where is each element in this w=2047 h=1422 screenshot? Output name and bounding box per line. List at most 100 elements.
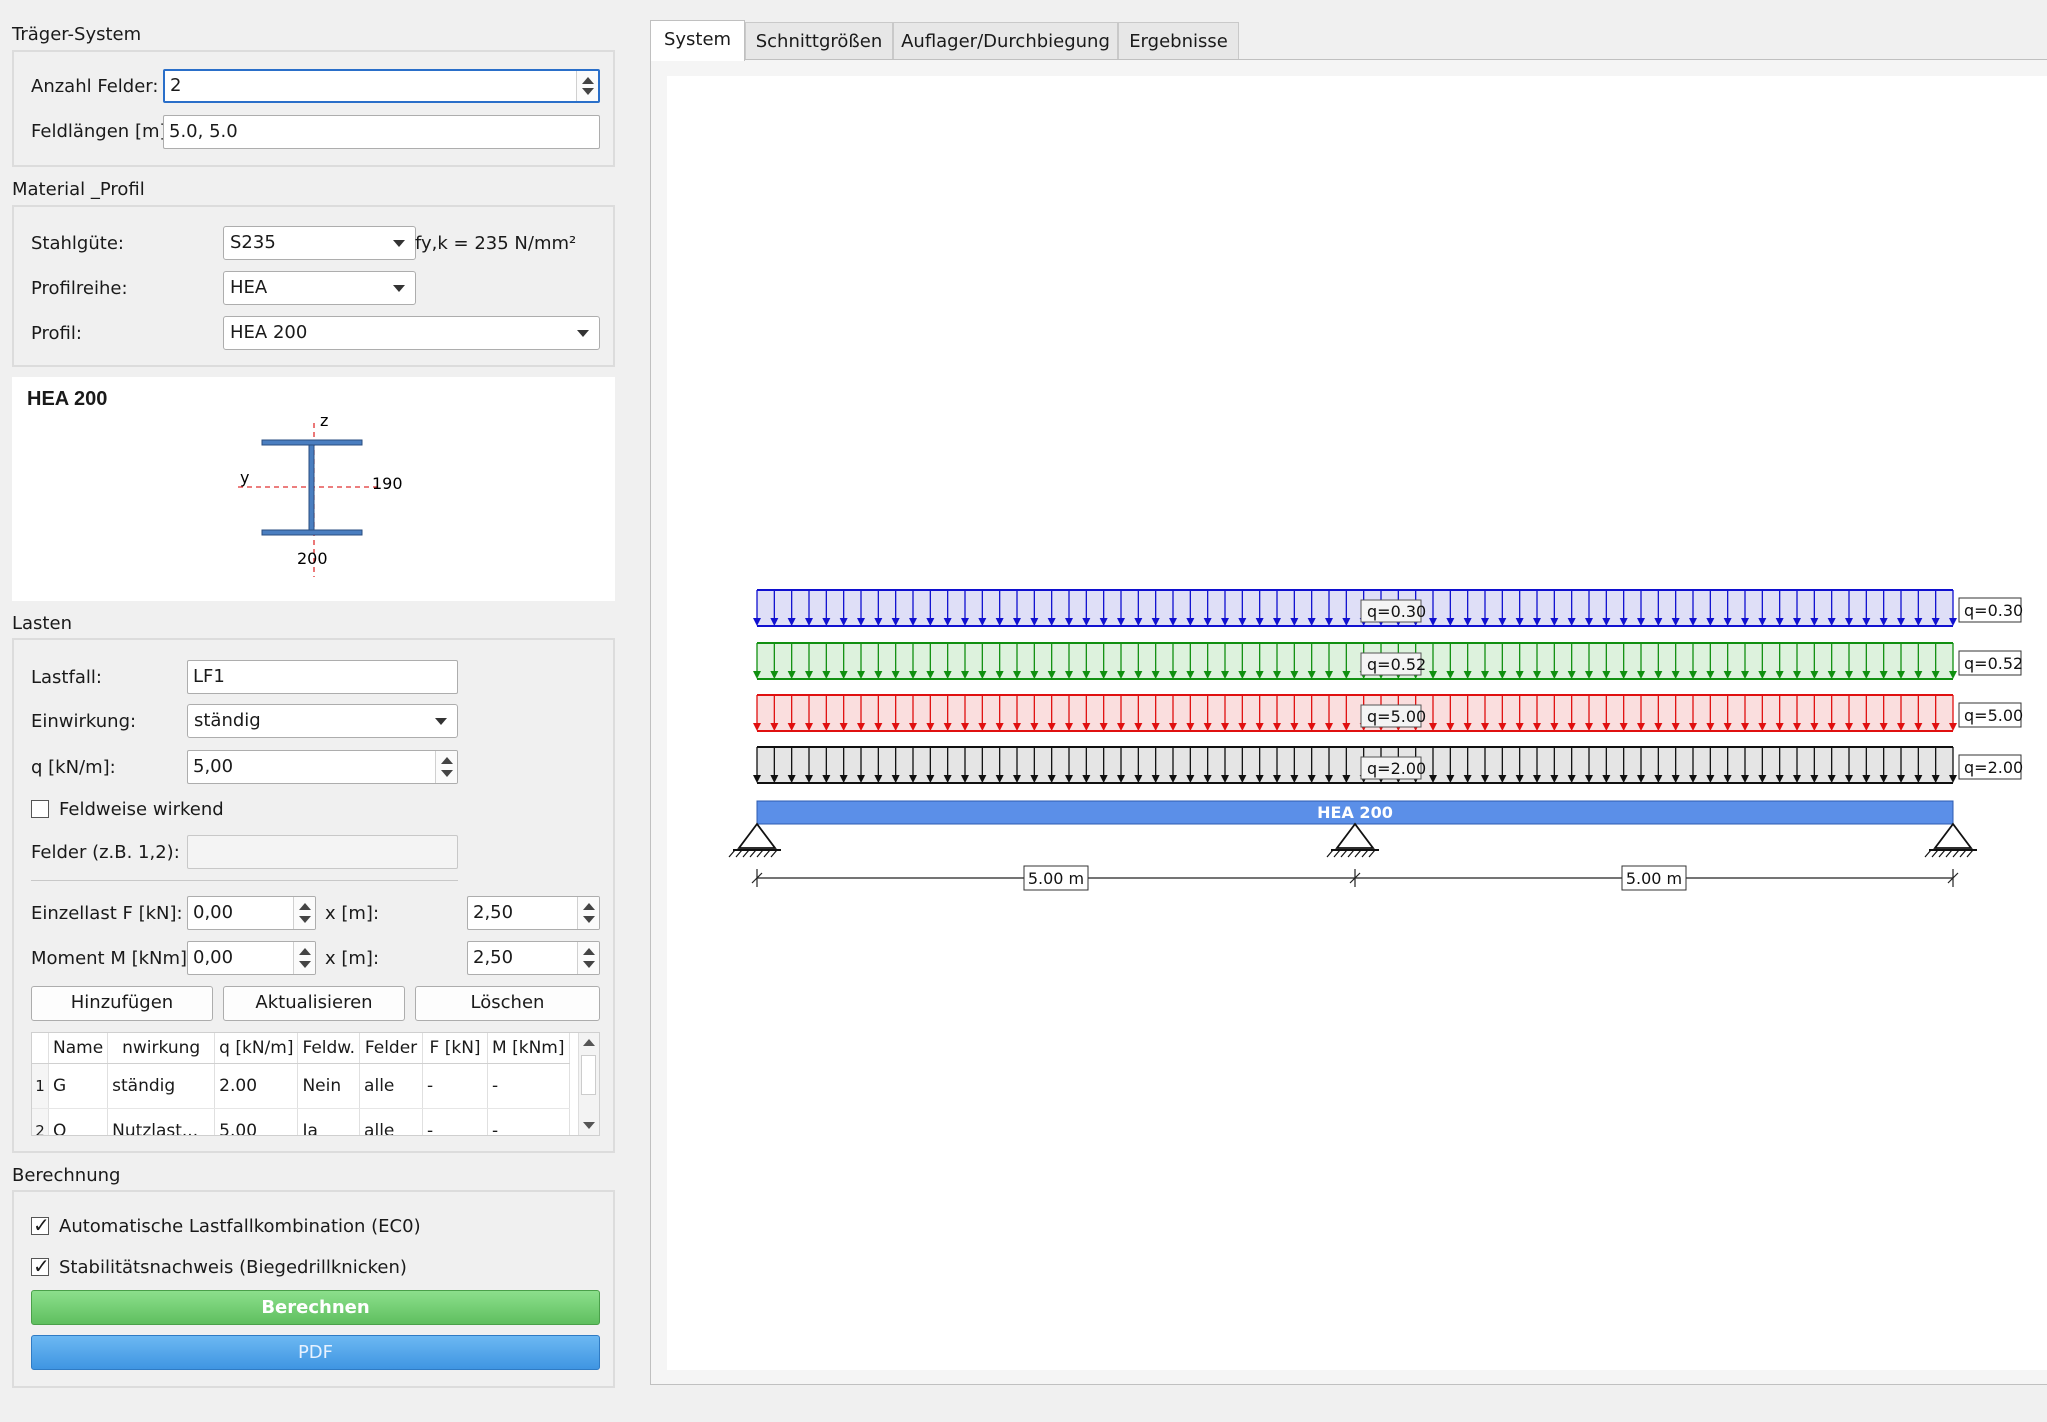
tab-ergebnisse[interactable]: Ergebnisse: [1118, 22, 1239, 59]
load-arrow-head: [1810, 775, 1819, 783]
table-cell[interactable]: Nutzlast...: [107, 1108, 216, 1135]
load-arrow-head: [1602, 775, 1611, 783]
anzahl-felder-spin-buttons[interactable]: [576, 71, 598, 101]
profil-value: HEA 200: [230, 322, 308, 343]
load-arrow-head: [1030, 618, 1039, 626]
column-header[interactable]: F [kN]: [422, 1033, 489, 1064]
table-cell[interactable]: G: [48, 1063, 109, 1109]
spin-up-icon[interactable]: [582, 77, 594, 84]
spin-down-icon[interactable]: [299, 961, 311, 968]
anzahl-felder-spinbox[interactable]: 2: [163, 69, 600, 103]
profilreihe-combo[interactable]: HEA: [223, 271, 416, 305]
einwirkung-combo[interactable]: ständig: [187, 704, 458, 738]
q-spinbox[interactable]: 5,00: [187, 750, 458, 784]
auto-kombination-checkbox[interactable]: ✓: [31, 1213, 50, 1237]
column-header[interactable]: nwirkung: [107, 1033, 216, 1064]
load-arrow-head: [1723, 775, 1732, 783]
load-arrow-head: [805, 671, 813, 679]
load-arrow-head: [1567, 618, 1576, 626]
einzellast-x-spin-buttons[interactable]: [577, 897, 599, 929]
add-load-button[interactable]: Hinzufügen: [31, 986, 213, 1021]
moment-x-spinbox[interactable]: 2,50: [467, 941, 600, 975]
table-cell[interactable]: alle: [359, 1063, 424, 1109]
column-header[interactable]: q [kN/m]: [214, 1033, 299, 1064]
scroll-up-icon[interactable]: [583, 1039, 595, 1046]
lastfall-value: LF1: [193, 666, 225, 687]
load-arrow-head: [1533, 671, 1541, 679]
table-row[interactable]: 1 G ständig 2.00 Nein alle - -: [32, 1063, 570, 1109]
table-cell[interactable]: -: [422, 1108, 489, 1135]
einzellast-spinbox[interactable]: 0,00: [187, 896, 316, 930]
table-cell[interactable]: Ja: [297, 1108, 361, 1135]
column-header[interactable]: Feldw.: [297, 1033, 361, 1064]
stabilitaet-checkbox[interactable]: ✓: [31, 1254, 50, 1278]
check-icon: ✓: [33, 1213, 50, 1237]
felder-input[interactable]: [187, 835, 458, 869]
table-cell[interactable]: Nein: [297, 1063, 361, 1109]
table-cell[interactable]: 5.00: [214, 1108, 299, 1135]
einzellast-spin-buttons[interactable]: [293, 897, 315, 929]
load-arrow-head: [961, 775, 969, 783]
spin-down-icon[interactable]: [441, 770, 453, 777]
berechnen-button[interactable]: Berechnen: [31, 1290, 600, 1325]
anzahl-felder-value: 2: [170, 75, 182, 96]
spin-up-icon[interactable]: [299, 903, 311, 910]
feldweise-checkbox[interactable]: [31, 800, 49, 818]
spin-down-icon[interactable]: [299, 916, 311, 923]
scroll-down-icon[interactable]: [583, 1122, 595, 1129]
moment-x-spin-buttons[interactable]: [577, 942, 599, 974]
load-arrow-head: [787, 671, 796, 679]
load-arrow-head: [1567, 671, 1576, 679]
spin-down-icon[interactable]: [583, 961, 595, 968]
table-row[interactable]: 2 Q Nutzlast... 5.00 Ja alle - -: [32, 1108, 570, 1135]
load-arrow-head: [1533, 618, 1541, 626]
spin-up-icon[interactable]: [441, 757, 453, 764]
feldlaengen-input[interactable]: 5.0, 5.0: [163, 115, 600, 149]
table-scrollbar[interactable]: [578, 1033, 599, 1135]
spin-down-icon[interactable]: [583, 916, 595, 923]
moment-spin-buttons[interactable]: [293, 942, 315, 974]
load-arrow-head: [857, 671, 865, 679]
table-cell[interactable]: 2.00: [214, 1063, 299, 1109]
spin-up-icon[interactable]: [583, 948, 595, 955]
table-cell[interactable]: Q: [48, 1108, 109, 1135]
table-header-row: Name nwirkung q [kN/m] Feldw. Felder F […: [32, 1033, 570, 1064]
q-spin-buttons[interactable]: [435, 751, 457, 783]
table-cell[interactable]: alle: [359, 1108, 424, 1135]
pdf-button[interactable]: PDF: [31, 1335, 600, 1370]
column-header[interactable]: Felder: [359, 1033, 424, 1064]
spin-up-icon[interactable]: [299, 948, 311, 955]
material-group: Stahlgüte: S235 fy,k = 235 N/mm² Profilr…: [12, 205, 615, 367]
update-load-button[interactable]: Aktualisieren: [223, 986, 405, 1021]
moment-spinbox[interactable]: 0,00: [187, 941, 316, 975]
profil-combo[interactable]: HEA 200: [223, 316, 600, 350]
column-header[interactable]: Name: [48, 1033, 109, 1064]
spin-up-icon[interactable]: [583, 903, 595, 910]
load-arrow-head: [1117, 775, 1125, 783]
load-arrow-head: [1498, 618, 1507, 626]
delete-load-button[interactable]: Löschen: [415, 986, 600, 1021]
tab-system[interactable]: System: [650, 20, 745, 61]
load-arrow-head: [926, 618, 935, 626]
table-cell[interactable]: -: [487, 1108, 570, 1135]
lasten-group: Lastfall: LF1 Einwirkung: ständig q [kN/…: [12, 638, 615, 1153]
tab-auflager[interactable]: Auflager/Durchbiegung: [893, 22, 1118, 59]
table-cell[interactable]: ständig: [107, 1063, 216, 1109]
scroll-thumb[interactable]: [581, 1055, 596, 1095]
table-cell[interactable]: -: [487, 1063, 570, 1109]
spin-down-icon[interactable]: [582, 88, 594, 95]
loads-table[interactable]: Name nwirkung q [kN/m] Feldw. Felder F […: [31, 1032, 600, 1136]
load-arrow-head: [1481, 723, 1489, 731]
tab-schnittgroessen[interactable]: Schnittgrößen: [745, 22, 893, 59]
load-arrow-head: [891, 775, 900, 783]
support-hatch: [742, 849, 750, 858]
table-cell[interactable]: -: [422, 1063, 489, 1109]
stahlguete-combo[interactable]: S235: [223, 226, 416, 260]
column-header[interactable]: M [kNm]: [487, 1033, 570, 1064]
support-hatch: [1966, 849, 1974, 858]
einzellast-x-spinbox[interactable]: 2,50: [467, 896, 600, 930]
load-arrow-head: [1099, 775, 1108, 783]
lastfall-input[interactable]: LF1: [187, 660, 458, 694]
